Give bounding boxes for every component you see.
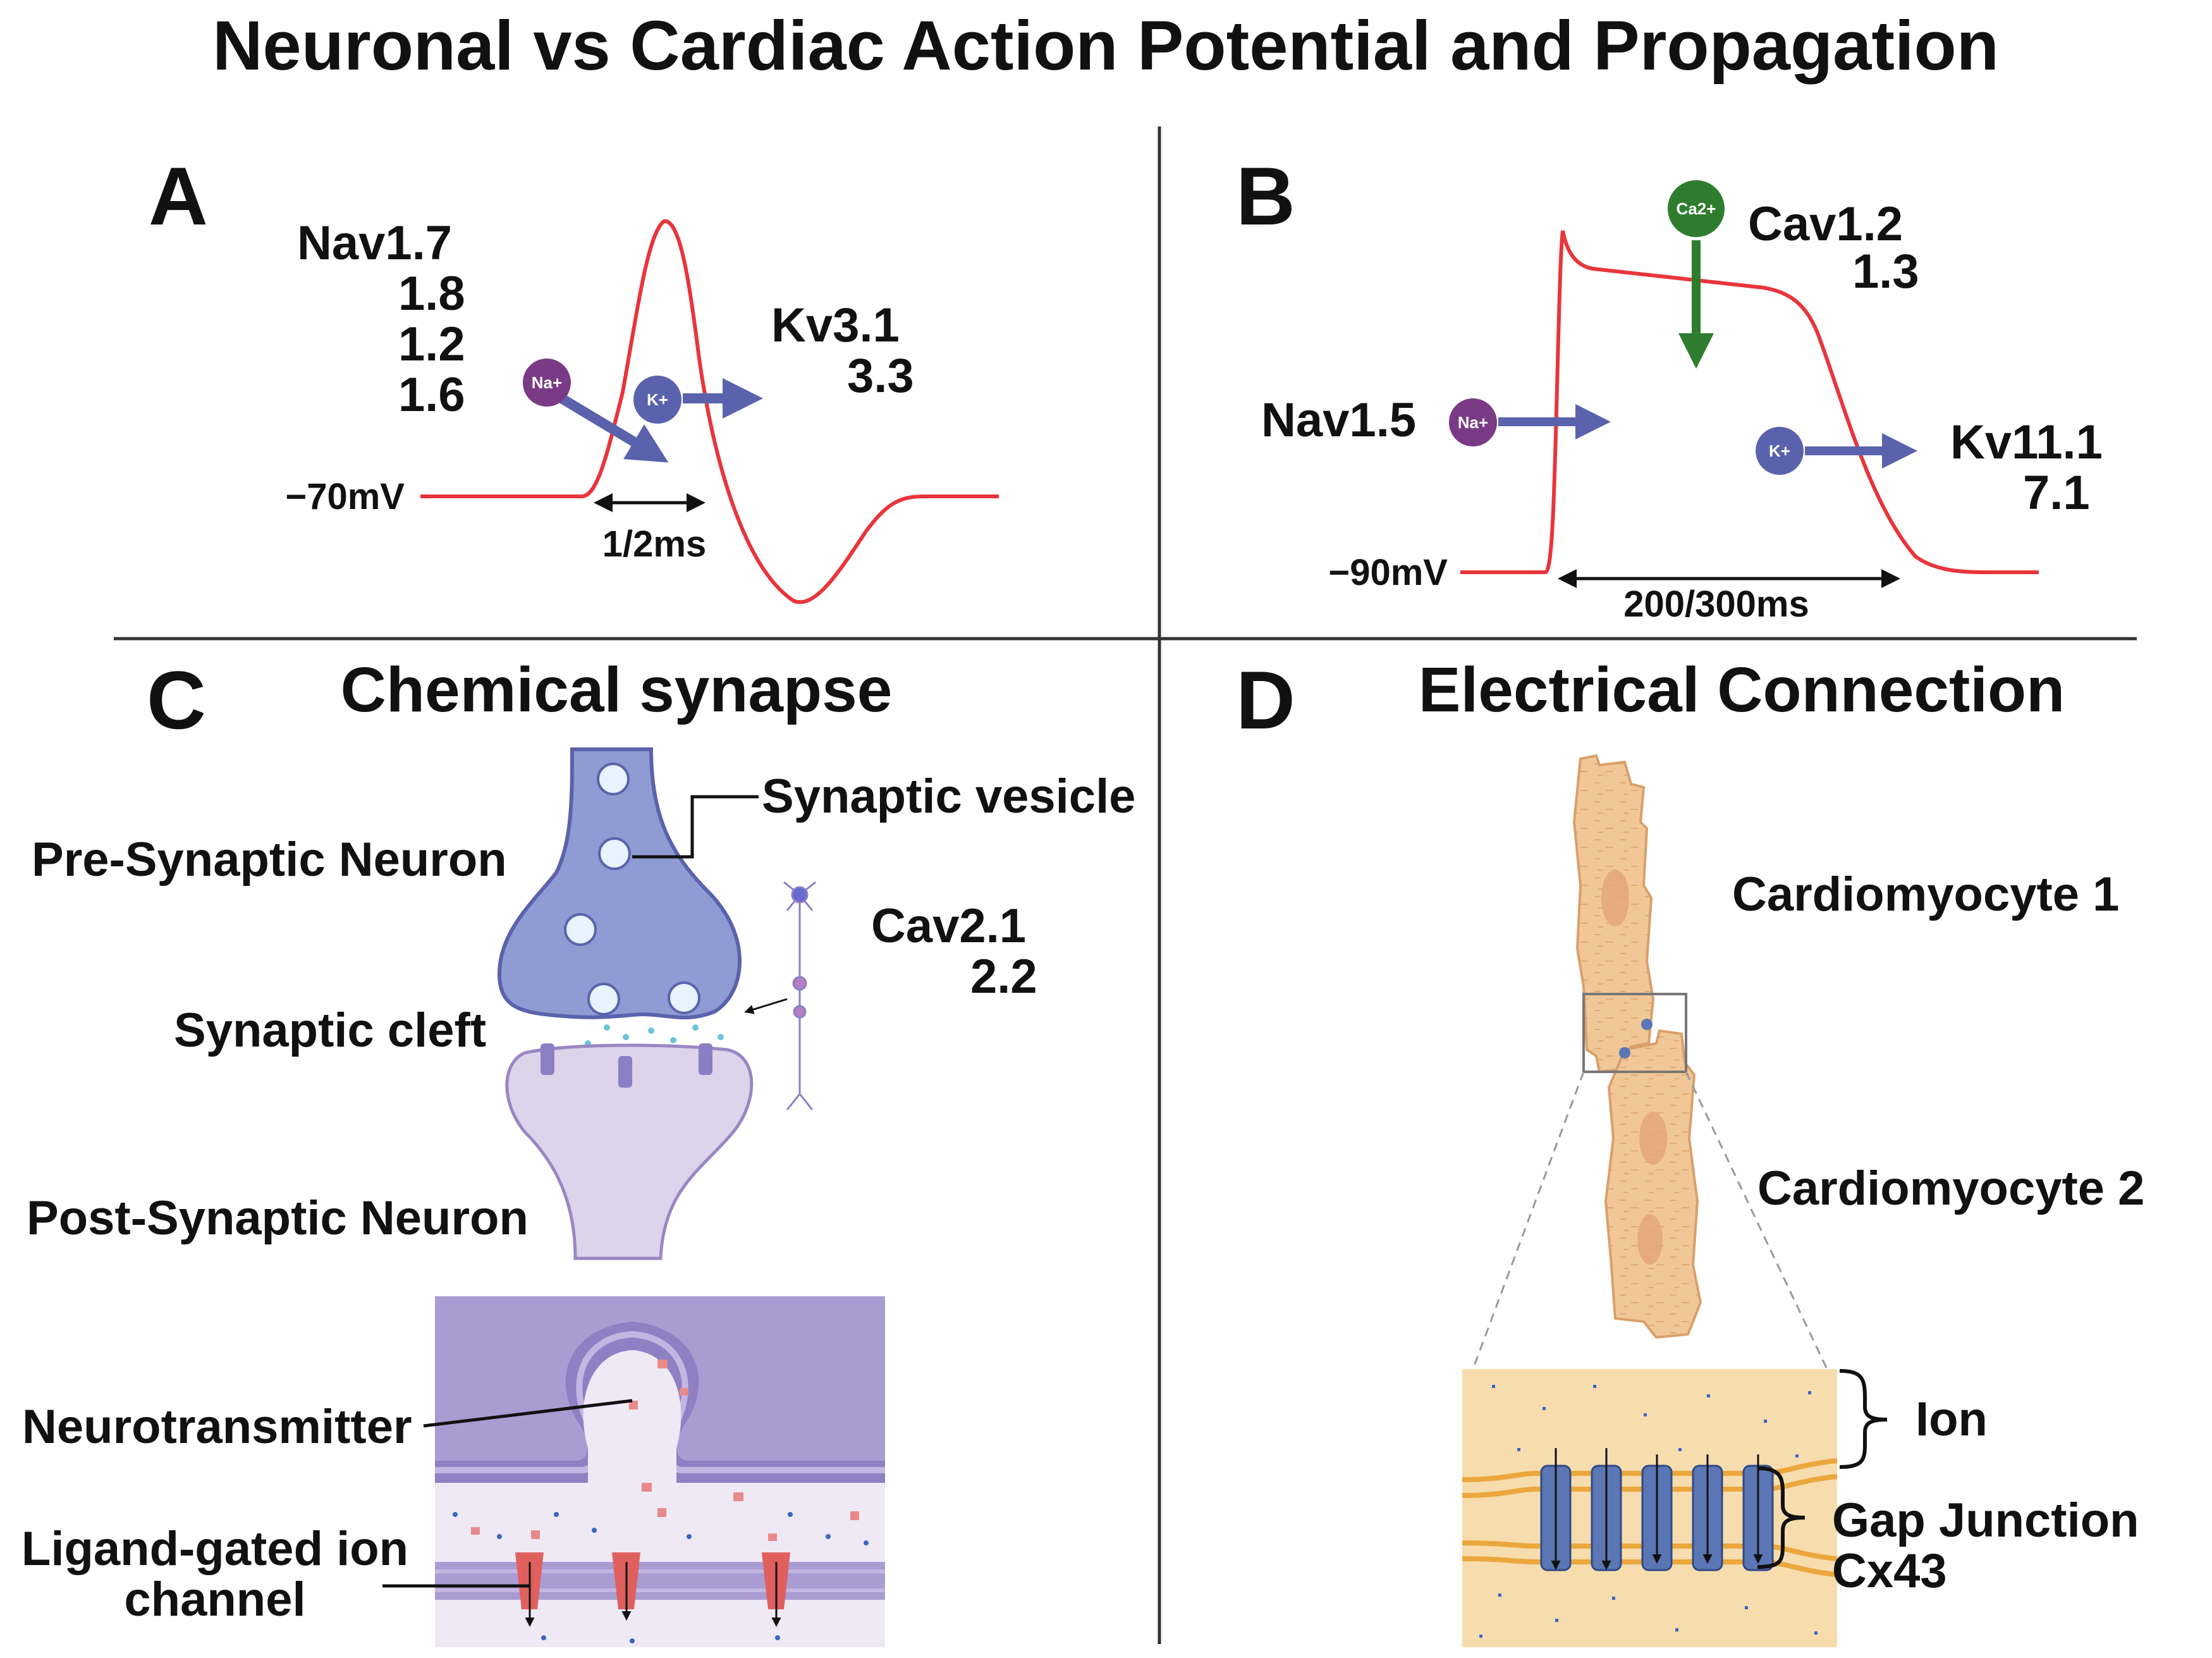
panel-a-letter: A <box>149 150 208 242</box>
synaptic-vesicle-2 <box>598 837 631 870</box>
ligand-label-2: channel <box>124 1573 305 1626</box>
gap-brace <box>1757 1466 1806 1569</box>
na-ion-label-b: Na+ <box>1458 413 1488 432</box>
figure-title: Neuronal vs Cardiac Action Potential and… <box>212 7 1999 85</box>
cav-channel-label-2: 1.3 <box>1852 245 1919 298</box>
panel-c-letter: C <box>147 654 206 746</box>
kv-channel-label-1: Kv3.1 <box>771 298 900 352</box>
neurotransmitter-particles <box>471 1360 859 1541</box>
resting-potential-a: −70mV <box>285 476 405 517</box>
kv11-label-2: 7.1 <box>2023 466 2090 520</box>
cardiac-action-potential-trace <box>1460 230 2039 574</box>
synapse-zoom-box <box>435 1296 885 1647</box>
presynaptic-label: Pre-Synaptic Neuron <box>32 833 507 887</box>
nucleus-1 <box>1601 869 1629 926</box>
kv-channel-label-2: 3.3 <box>847 349 914 403</box>
k-ion-icon-a <box>633 376 681 424</box>
gap-junction-label-1: Gap Junction <box>1832 1494 2139 1547</box>
nav-channel-label-1: Nav1.7 <box>297 216 452 270</box>
junction-marker-1 <box>1641 1019 1653 1030</box>
neuron-illustration-icon <box>783 881 816 1110</box>
na-flow-arrow-a <box>556 393 669 463</box>
na-ion-icon-a <box>523 359 571 407</box>
cav-pointer-line <box>744 998 788 1014</box>
neurotransmitter-pointer <box>423 1399 633 1428</box>
vesicle-label: Synaptic vesicle <box>762 770 1135 823</box>
synaptic-vesicle-3 <box>564 913 597 946</box>
synaptic-vesicle-5 <box>668 981 700 1014</box>
k-ion-label-b: K+ <box>1769 441 1790 460</box>
postsynaptic-label: Post-Synaptic Neuron <box>27 1191 529 1245</box>
k-ion-icon-b <box>1756 427 1804 475</box>
nucleus-3 <box>1637 1214 1663 1265</box>
nav-channel-label-4: 1.6 <box>398 368 465 422</box>
synaptic-vesicle-4 <box>587 983 620 1016</box>
ca-ion-icon-b <box>1668 180 1725 237</box>
panel-d: D Electrical Connection <box>1236 654 2144 1647</box>
ca-ion-label-b: Ca2+ <box>1677 199 1716 218</box>
na-ion-icon-b <box>1449 398 1497 446</box>
panel-d-title: Electrical Connection <box>1419 654 2065 725</box>
cleft-label: Synaptic cleft <box>174 1004 486 1057</box>
panel-b-letter: B <box>1236 150 1295 242</box>
ion-label: Ion <box>1916 1392 1988 1446</box>
kv11-label-1: Kv11.1 <box>1950 415 2103 469</box>
na-ion-label-a: Na+ <box>532 373 562 392</box>
duration-label-a: 1/2ms <box>602 524 706 565</box>
zoom-line-right <box>1685 1071 1828 1370</box>
synaptic-vesicle-1 <box>597 763 630 795</box>
receptor-3 <box>699 1043 712 1075</box>
duration-label-b: 200/300ms <box>1623 584 1809 625</box>
panel-c: C Chemical synapse <box>21 654 1135 1647</box>
panel-d-letter: D <box>1236 654 1295 746</box>
cav2-label-1: Cav2.1 <box>871 899 1026 953</box>
presynaptic-terminal <box>497 747 742 1020</box>
junction-marker-2 <box>1619 1047 1630 1059</box>
receptor-2 <box>618 1056 632 1088</box>
panel-c-title: Chemical synapse <box>341 654 893 725</box>
panel-b: B Cav1.2 1.3 Nav1.5 Kv11.1 7.1 −90mV 200… <box>1236 150 2103 625</box>
vesicle-pointer-line <box>632 795 759 859</box>
zoom-line-left <box>1472 1071 1585 1370</box>
gap-junction-zoom <box>1462 1369 1838 1647</box>
nav-channel-label-3: 1.2 <box>398 317 465 371</box>
nav-channel-label-2: 1.8 <box>398 267 465 321</box>
postsynaptic-terminal <box>505 1043 754 1260</box>
ligand-label-1: Ligand-gated ion <box>21 1522 408 1576</box>
nav15-label: Nav1.5 <box>1261 393 1416 447</box>
gap-junction-label-2: Cx43 <box>1832 1544 1947 1598</box>
cav2-label-2: 2.2 <box>970 950 1037 1004</box>
cardiomyocyte-2-label: Cardiomyocyte 2 <box>1757 1162 2144 1215</box>
ion-brace <box>1839 1369 1888 1469</box>
k-ion-label-a: K+ <box>647 390 668 409</box>
panel-a: A Nav1.7 1.8 1.2 1.6 Kv3.1 3.3 −70mV 1/2… <box>149 150 999 605</box>
neurotransmitter-label: Neurotransmitter <box>22 1400 412 1454</box>
cardiomyocyte-1-label: Cardiomyocyte 1 <box>1732 868 2119 921</box>
resting-potential-b: −90mV <box>1328 552 1448 593</box>
zoom-selection-box <box>1582 993 1687 1073</box>
receptor-1 <box>541 1043 554 1075</box>
cav-channel-label-1: Cav1.2 <box>1748 197 1903 251</box>
neuronal-action-potential-trace <box>420 219 999 605</box>
nucleus-2 <box>1639 1112 1667 1165</box>
